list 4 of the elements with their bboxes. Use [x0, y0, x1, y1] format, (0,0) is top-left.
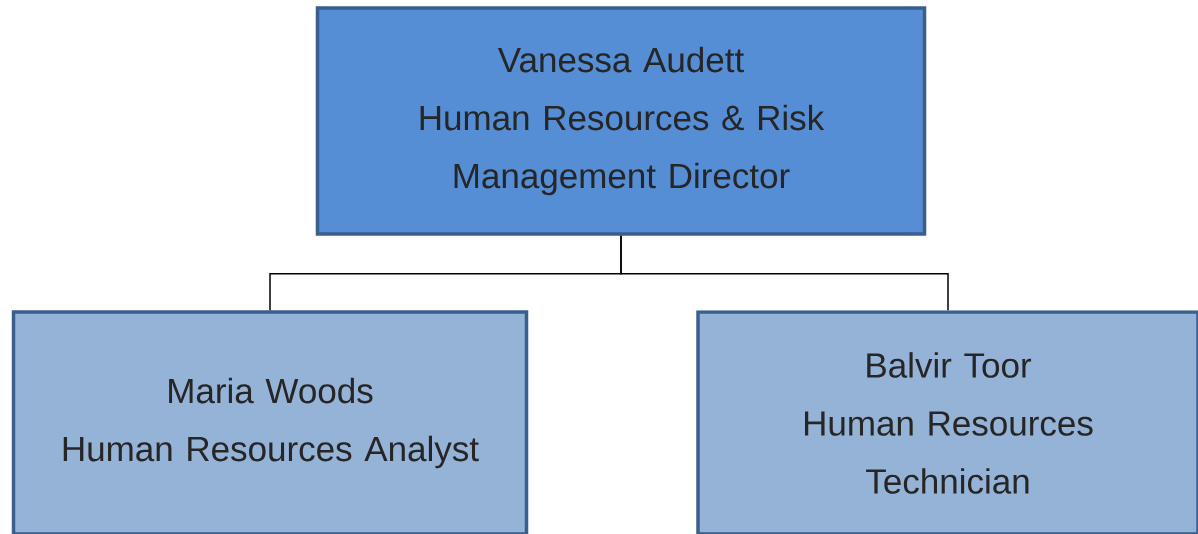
org-box: Balvir Toor Human Resources Technician [696, 310, 1198, 534]
connector-line [620, 235, 949, 311]
org-box: Vanessa Audett Human Resources & Risk Management Director [315, 6, 927, 236]
org-box: Maria Woods Human Resources Analyst [11, 310, 529, 534]
